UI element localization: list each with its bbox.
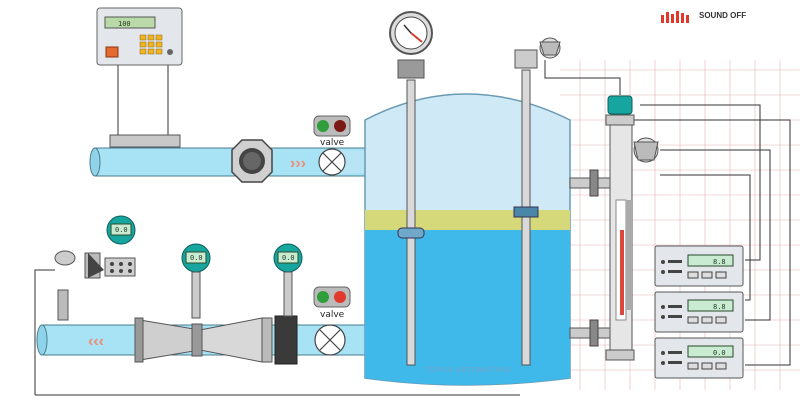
level-column xyxy=(569,95,659,361)
transmitter-3[interactable]: 0.0 xyxy=(273,243,303,317)
level-indicator-1[interactable]: 8.8 xyxy=(654,245,744,287)
watermark-text: ТЕРРА-АВТОМАТИКА xyxy=(425,367,512,374)
svg-text:‹‹‹: ‹‹‹ xyxy=(88,333,104,350)
pressure-gauge-left xyxy=(54,250,136,321)
lamp-green-top xyxy=(317,120,329,132)
lamp-red-bottom xyxy=(334,291,346,303)
transmitter-2-display: 0.0 xyxy=(190,254,203,262)
keypad[interactable] xyxy=(139,34,163,55)
valve-label-top: valve xyxy=(320,138,345,148)
flow-controller[interactable]: 100 xyxy=(96,7,183,66)
sound-bars-icon xyxy=(661,11,689,23)
flow-controller-display: 100 xyxy=(118,20,131,28)
signal-wires xyxy=(34,60,791,396)
level-indicator-1-display: 8.8 xyxy=(713,258,726,266)
transmitter-2[interactable]: 0.0 xyxy=(181,243,211,319)
transmitter-1-display: 0.0 xyxy=(115,226,128,234)
transmitter-1[interactable]: 0.0 xyxy=(106,215,136,245)
storage-tank: ТЕРРА-АВТОМАТИКА xyxy=(364,93,571,386)
sound-toggle-label: SOUND OFF xyxy=(699,11,747,20)
probe-head-top-right xyxy=(514,37,561,69)
level-indicator-2-display: 8.8 xyxy=(713,303,726,311)
foam-layer xyxy=(365,210,570,230)
tank-probes xyxy=(397,69,539,366)
valve-label-bottom: valve xyxy=(320,310,345,320)
level-indicator-3-display: 0.0 xyxy=(713,349,726,357)
lamp-red-top xyxy=(334,120,346,132)
valve-top[interactable]: valve xyxy=(313,115,351,176)
flow-meter-octagon xyxy=(231,139,273,183)
svg-text:›››: ››› xyxy=(290,155,306,172)
tank-pressure-gauge xyxy=(389,11,433,79)
sound-toggle-button[interactable]: SOUND OFF xyxy=(661,8,781,26)
level-indicator-3[interactable]: 0.0 xyxy=(654,337,744,379)
level-indicator-2[interactable]: 8.8 xyxy=(654,291,744,333)
transmitter-3-display: 0.0 xyxy=(282,254,295,262)
outlet-pipe-bottom: ‹‹‹ xyxy=(36,315,368,365)
lamp-green-bottom xyxy=(317,291,329,303)
valve-bottom[interactable]: valve xyxy=(313,286,351,356)
